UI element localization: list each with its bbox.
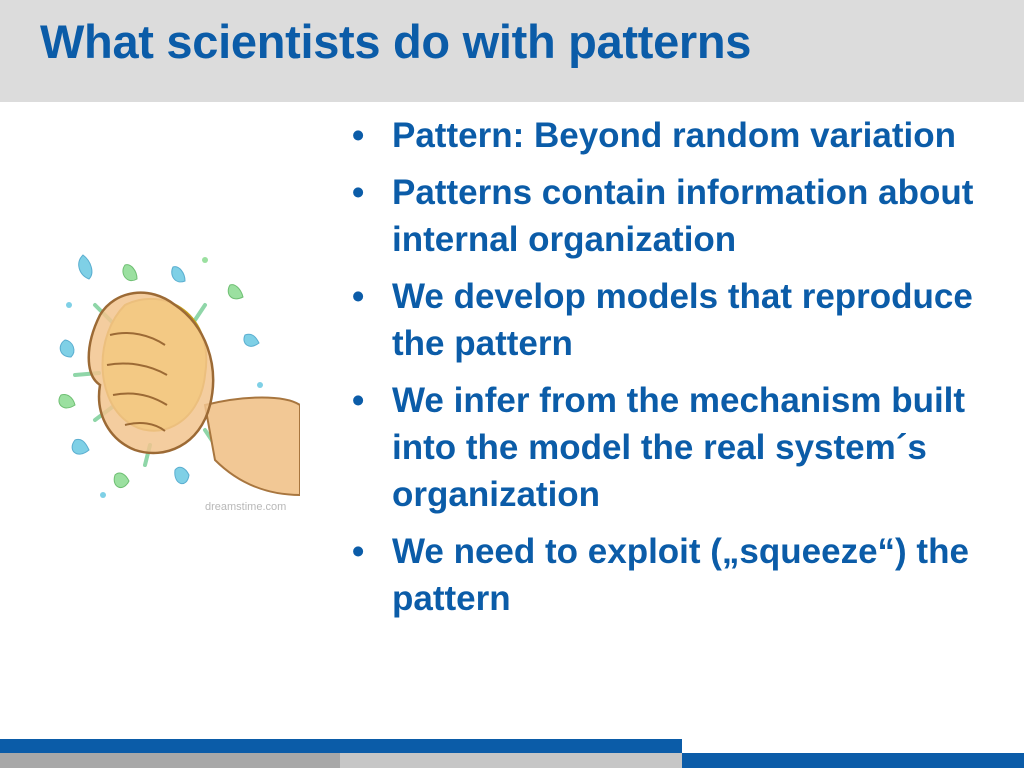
footer-bar-blue (0, 739, 682, 753)
bullet-item: • We need to exploit („squeeze“) the pat… (352, 528, 992, 622)
bullet-text: Pattern: Beyond random variation (392, 116, 956, 155)
footer-gap (682, 739, 1024, 753)
bullet-symbol: • (352, 532, 365, 571)
bullet-item: • Pattern: Beyond random variation (352, 112, 992, 159)
slide-title: What scientists do with patterns (40, 15, 752, 68)
arm-shape (203, 396, 300, 497)
bullet-symbol: • (352, 173, 365, 212)
bullet-symbol: • (352, 277, 365, 316)
title-bar: What scientists do with patterns (0, 0, 1024, 102)
bullet-item: • Patterns contain information about int… (352, 169, 992, 263)
bullet-text: We need to exploit („squeeze“) the patte… (392, 532, 969, 618)
fist-shape (87, 291, 215, 455)
watermark-text: dreamstime.com (205, 501, 286, 513)
fist-squeezing-lemon-illustration: dreamstime.com (58, 254, 300, 513)
footer-bar-gray-left (0, 753, 340, 768)
bullet-text: Patterns contain information about inter… (392, 173, 974, 259)
bullet-text: We develop models that reproduce the pat… (392, 277, 973, 363)
bullet-item: • We infer from the mechanism built into… (352, 377, 992, 518)
bullet-list: • Pattern: Beyond random variation • Pat… (352, 112, 992, 632)
footer-bar-gray-mid (340, 753, 682, 768)
bullet-symbol: • (352, 116, 365, 155)
bullet-item: • We develop models that reproduce the p… (352, 273, 992, 367)
footer-bar-blue-right (682, 753, 1024, 768)
bullet-symbol: • (352, 381, 365, 420)
bullet-text: We infer from the mechanism built into t… (392, 381, 966, 514)
